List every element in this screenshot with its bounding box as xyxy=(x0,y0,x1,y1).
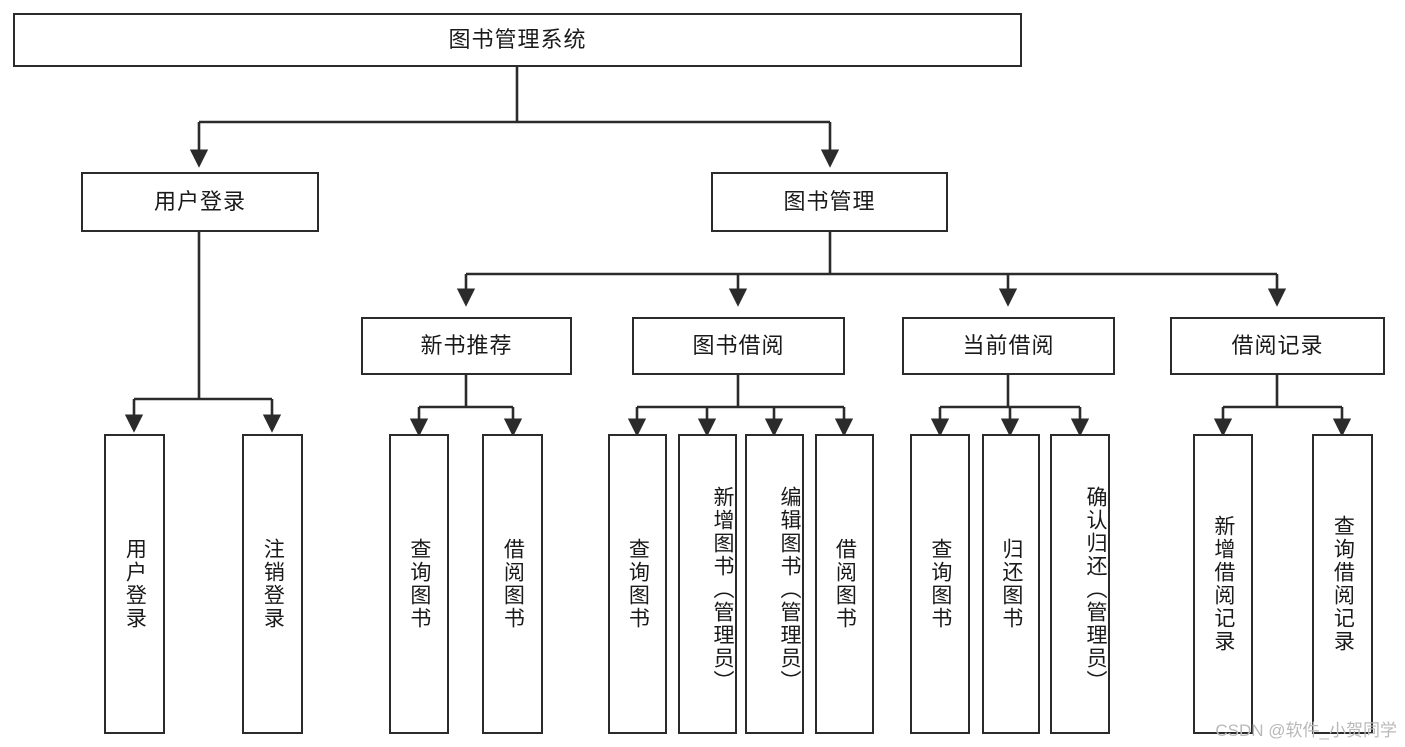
node-book-borrow[interactable]: 图书借阅 xyxy=(632,317,845,375)
leaf-add-borrow-record[interactable]: 新增借阅记录 xyxy=(1193,434,1253,734)
node-borrow-record[interactable]: 借阅记录 xyxy=(1170,317,1385,375)
leaf-add-book-admin[interactable]: 新增图书（管理员） xyxy=(678,434,737,734)
leaf-logout[interactable]: 注销登录 xyxy=(242,434,303,734)
node-new-book-recommend[interactable]: 新书推荐 xyxy=(361,317,572,375)
node-book-management[interactable]: 图书管理 xyxy=(711,172,948,232)
node-root-system[interactable]: 图书管理系统 xyxy=(13,13,1022,67)
leaf-query-book-borrow[interactable]: 查询图书 xyxy=(608,434,667,734)
csdn-watermark: CSDN @软件_小贺同学 xyxy=(1215,721,1397,740)
leaf-confirm-return-admin[interactable]: 确认归还（管理员） xyxy=(1050,434,1110,734)
leaf-query-borrow-record[interactable]: 查询借阅记录 xyxy=(1312,434,1373,734)
leaf-user-login[interactable]: 用户登录 xyxy=(104,434,165,734)
leaf-edit-book-admin[interactable]: 编辑图书（管理员） xyxy=(745,434,804,734)
leaf-query-book-recommend[interactable]: 查询图书 xyxy=(389,434,449,734)
leaf-return-book[interactable]: 归还图书 xyxy=(982,434,1040,734)
node-current-borrow[interactable]: 当前借阅 xyxy=(902,317,1115,375)
leaf-borrow-book-recommend[interactable]: 借阅图书 xyxy=(482,434,543,734)
leaf-query-book-current[interactable]: 查询图书 xyxy=(910,434,970,734)
leaf-borrow-book-borrow[interactable]: 借阅图书 xyxy=(815,434,874,734)
node-user-login[interactable]: 用户登录 xyxy=(81,172,319,232)
